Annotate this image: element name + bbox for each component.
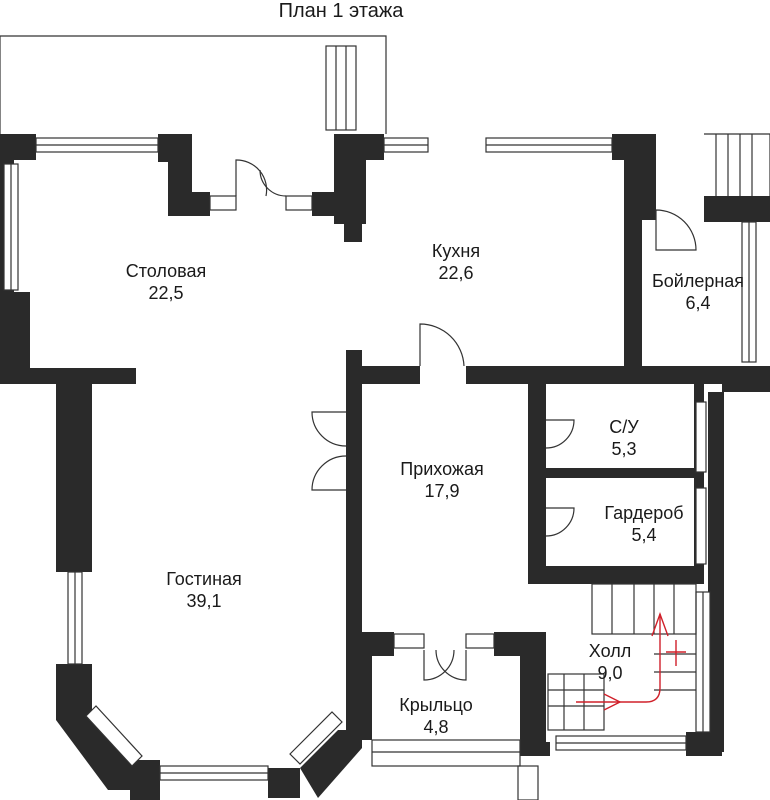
room-name: Кухня	[431, 241, 481, 261]
room-label-wardrobe: Гардероб 5,4	[604, 502, 683, 546]
terrace-outline	[0, 35, 387, 134]
room-name: Крыльцо	[399, 695, 473, 715]
room-area: 17,9	[424, 481, 460, 501]
porch-steps	[371, 739, 539, 800]
room-area: 22,6	[438, 263, 474, 283]
room-area: 6,4	[685, 293, 711, 313]
doors	[235, 159, 697, 681]
room-name: Бойлерная	[651, 271, 745, 291]
room-name: С/У	[609, 417, 639, 437]
room-name: Гардероб	[604, 503, 684, 523]
room-label-porch: Крыльцо 4,8	[399, 694, 472, 738]
room-label-living: Гостиная 39,1	[166, 568, 242, 612]
room-area: 39,1	[186, 591, 222, 611]
room-label-kitchen: Кухня 22,6	[432, 240, 480, 284]
stair-arrow	[576, 611, 686, 711]
room-name: Гостиная	[166, 569, 242, 589]
room-label-dining: Столовая 22,5	[126, 260, 207, 304]
boiler-steps	[704, 133, 770, 196]
room-label-boiler: Бойлерная 6,4	[652, 270, 744, 314]
room-area: 5,3	[611, 439, 637, 459]
walls	[0, 134, 770, 800]
room-area: 9,0	[597, 663, 623, 683]
room-name: Прихожая	[400, 459, 484, 479]
room-area: 5,4	[631, 525, 657, 545]
room-name: Холл	[588, 641, 632, 661]
room-label-hallway: Прихожая 17,9	[400, 458, 483, 502]
room-area: 22,5	[148, 283, 184, 303]
windows	[3, 137, 757, 781]
room-name: Столовая	[125, 261, 207, 281]
room-label-hall: Холл 9,0	[589, 640, 631, 684]
plan-title: План 1 этажа	[278, 0, 404, 22]
staircase	[547, 583, 697, 731]
room-area: 4,8	[423, 717, 449, 737]
room-label-bathroom: С/У 5,3	[609, 416, 638, 460]
